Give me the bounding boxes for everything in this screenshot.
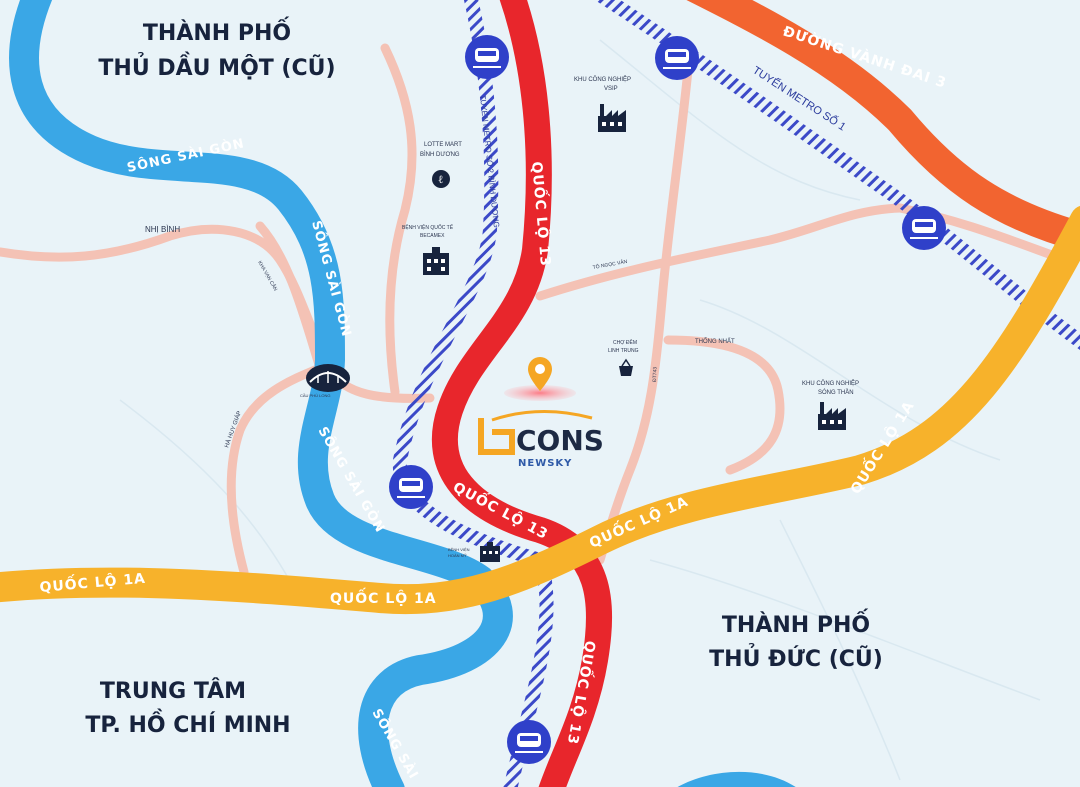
road-center-ne [535,203,905,301]
road-nhi-binh [0,224,435,403]
label-metro-2: TUYẾN METRO SỐ 2 BÌNH DƯƠNG [478,94,502,228]
brand-arc [491,409,593,422]
road-bridge-west [255,221,325,373]
label-song-than-2: SÓNG THẦN [818,389,854,396]
train-icon[interactable] [902,206,946,250]
brand-logo[interactable]: CONS NEWSKY [478,409,604,469]
label-vsip-1: KHU CÔNG NGHIỆP [574,75,631,83]
background-lines [119,39,1041,781]
metro-line-2 [392,0,554,787]
label-bridge: CẦU PHÚ LONG [300,393,330,398]
river-saigon [9,0,796,787]
label-hcm-center-2: TP. HỒ CHÍ MINH [85,709,290,738]
location-pin-icon [528,357,552,391]
hospital-icon [480,542,500,562]
label-vsip-2: VSIP [604,86,618,92]
label-lotte-2: BÌNH DƯƠNG [420,151,460,158]
river-south-blob [677,771,796,787]
label-dt743: ĐT743 [652,367,659,382]
label-thong-nhat: THỐNG NHẤT [695,338,735,345]
road-lotte [380,43,417,397]
road-thong-nhat [663,335,785,475]
label-hcm-center-1: TRUNG TÂM [100,678,246,704]
label-ql1a-mid: QUỐC LỘ 1A [330,587,437,607]
label-hospital2-2: HOÀN MỸ [448,553,467,558]
label-thu-duc-2: THỦ ĐỨC (CŨ) [709,644,883,672]
basket-icon [619,358,633,376]
label-song-than-1: KHU CÔNG NGHIỆP [802,379,859,387]
road-ql1a [0,205,1080,615]
train-icon[interactable] [465,35,509,79]
label-hospital-1: BỆNH VIỆN QUỐC TẾ [402,223,454,231]
label-thu-dau-mot-1: THÀNH PHỐ [143,17,291,46]
label-lotte-1: LOTTE MART [424,142,462,148]
brand-sub: NEWSKY [518,458,572,469]
bridge-icon [306,364,350,392]
label-thu-dau-mot-2: THỦ DẦU MỘT (CŨ) [98,52,335,81]
factory-icon [818,402,846,430]
hospital-icon [423,247,449,275]
svg-text:ℓ: ℓ [438,173,443,186]
road-ring-3 [686,0,1080,253]
factory-icon [598,104,626,132]
label-hospital-2: BECAMEX [420,233,445,239]
brand-mark [478,418,515,455]
label-thu-duc-1: THÀNH PHỐ [722,609,870,638]
label-market-1: CHỢ ĐÊM [613,338,637,346]
road-dt743 [595,65,693,565]
brand-name: CONS [516,424,604,457]
train-icon[interactable] [507,720,551,764]
label-nhi-binh: NHỊ BÌNH [145,225,180,234]
lotte-icon: ℓ [432,170,450,188]
road-ha-huy-giap [226,363,325,577]
label-kha-van-can: KHA VẠN CÂN [256,260,279,293]
train-icon[interactable] [655,36,699,80]
label-hospital2-1: BỆNH VIỆN [448,547,470,552]
road-ql13 [432,0,612,787]
label-market-2: LINH TRUNG [608,348,639,354]
pin-halo [504,385,576,401]
project-location[interactable] [504,357,576,401]
train-icon[interactable] [389,465,433,509]
